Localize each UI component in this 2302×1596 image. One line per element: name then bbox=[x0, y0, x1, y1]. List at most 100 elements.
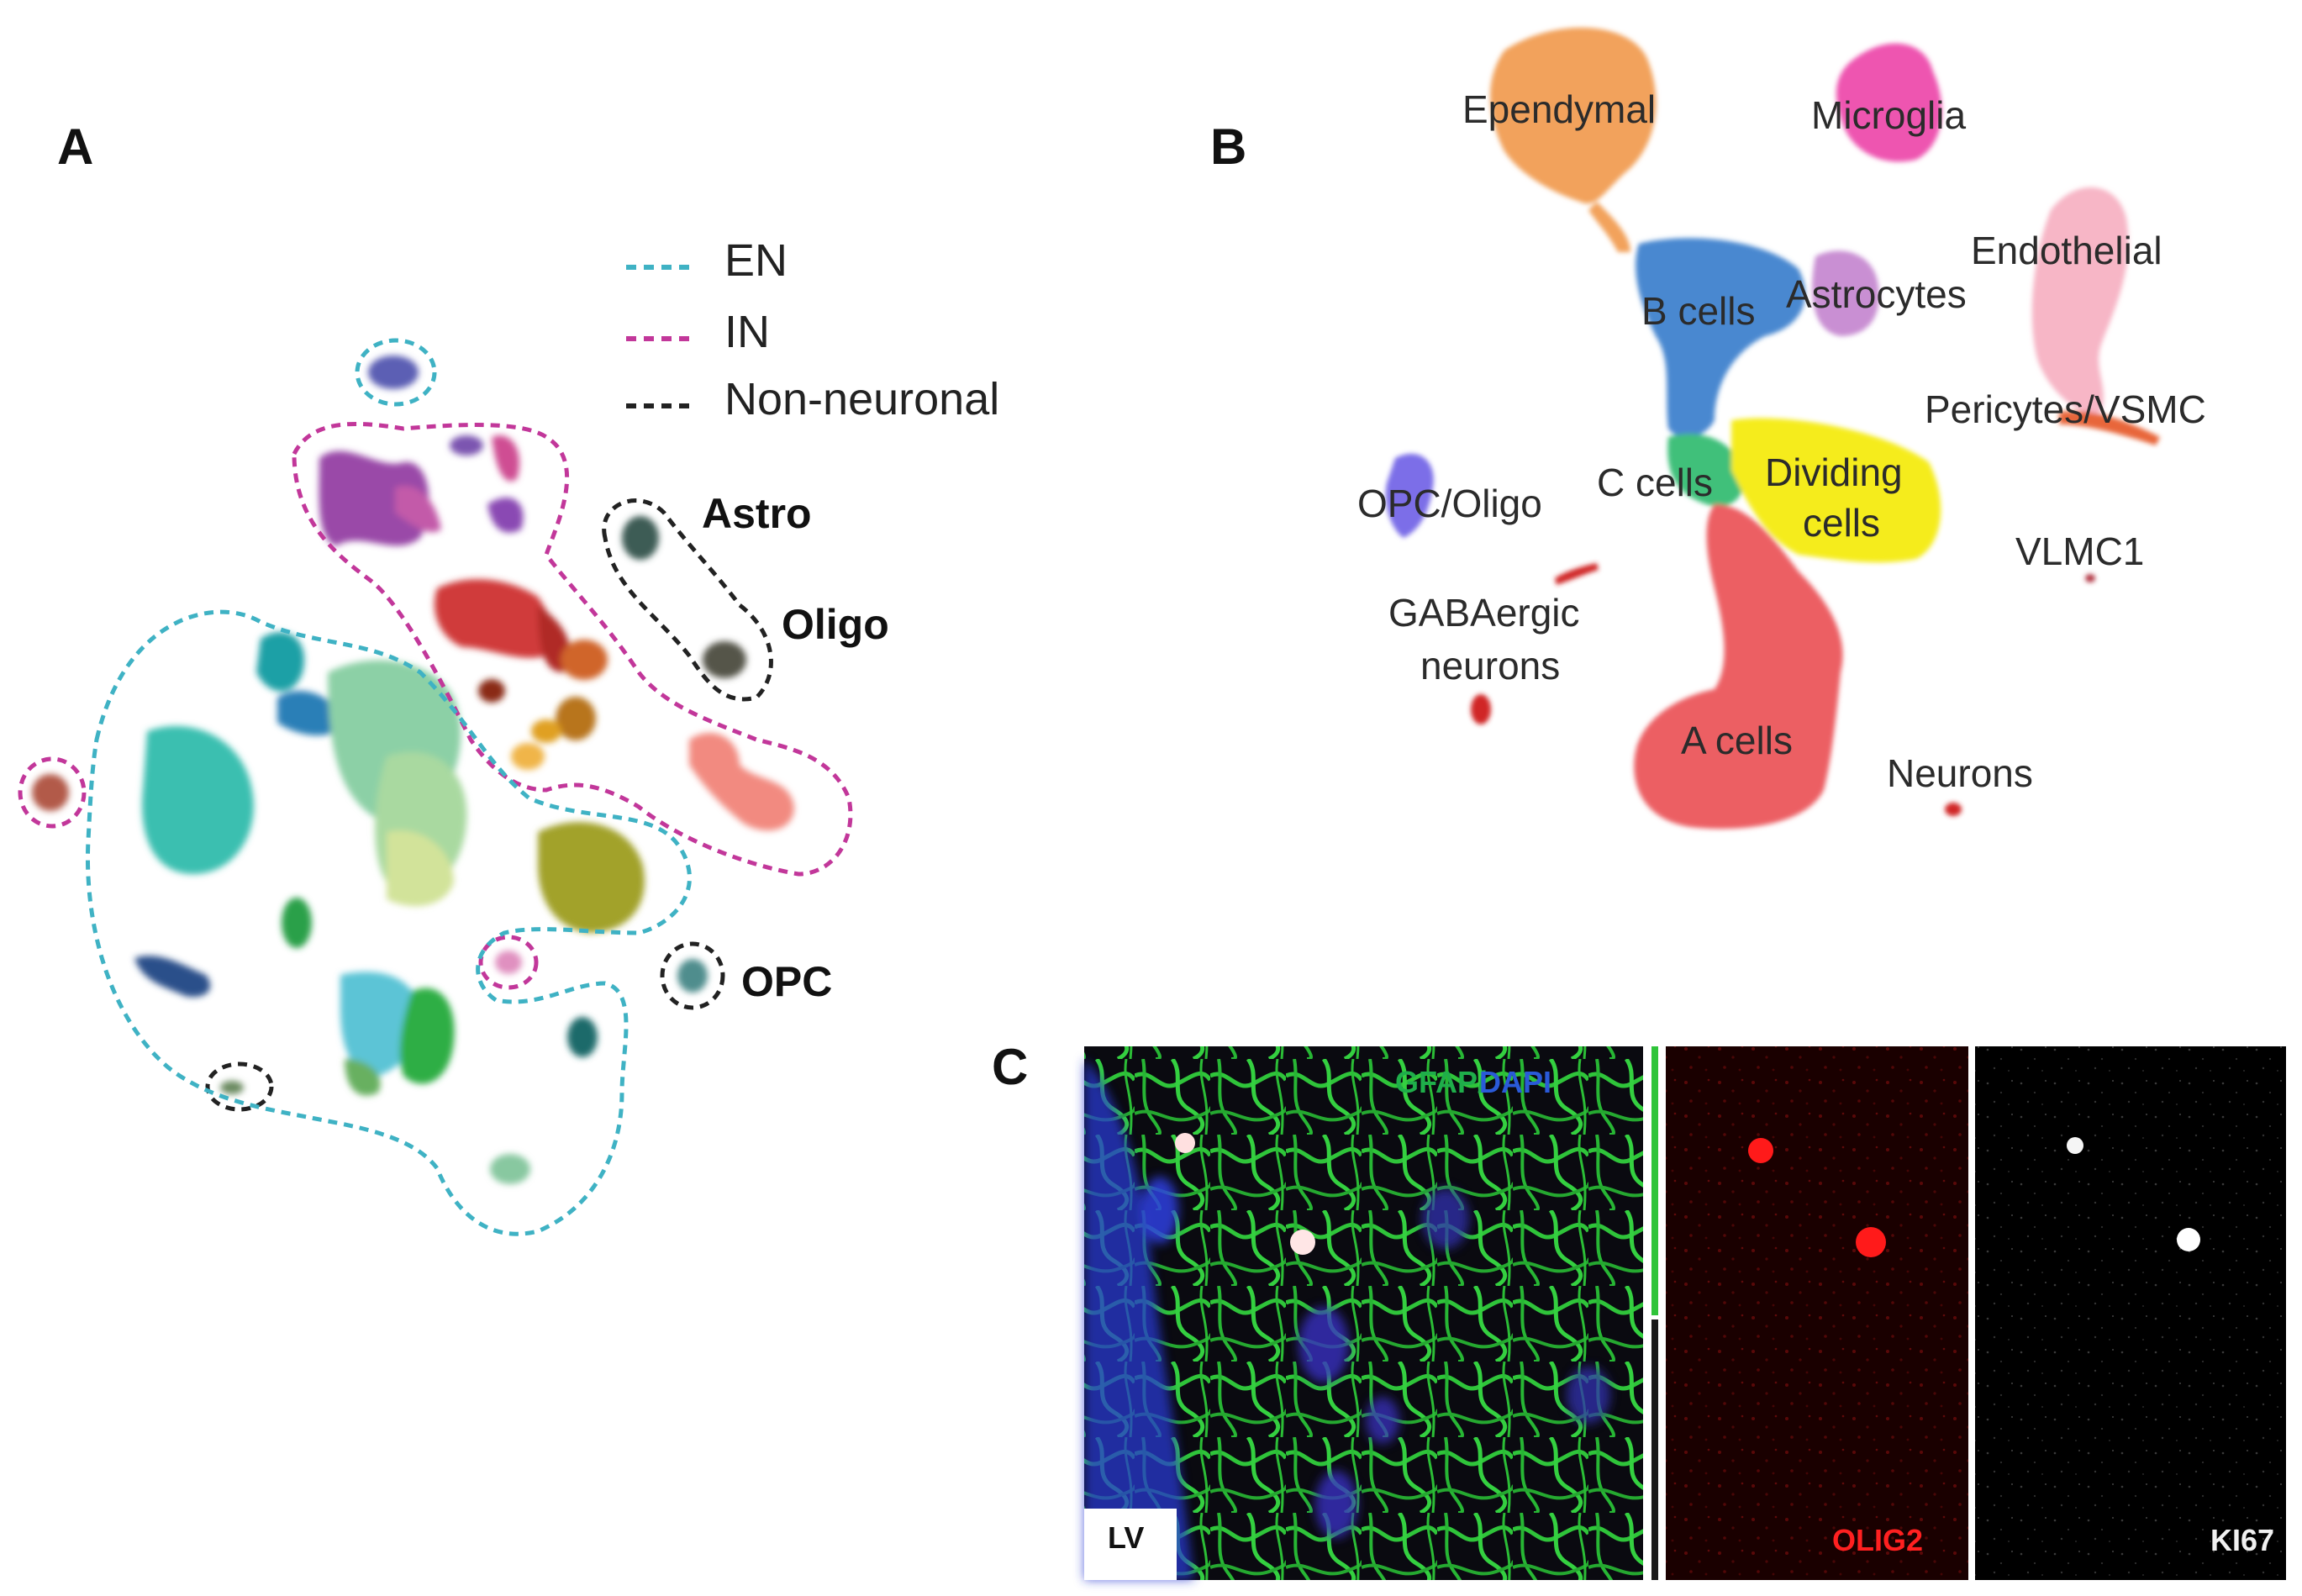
label-ki67: KI67 bbox=[2210, 1523, 2274, 1557]
olig2-cell-2 bbox=[1856, 1227, 1886, 1257]
nucleus bbox=[1422, 1188, 1469, 1249]
legend-label-non-neuronal: Non-neuronal bbox=[724, 374, 999, 424]
cluster bbox=[256, 632, 304, 692]
label-astrocytes: Astrocytes bbox=[1786, 272, 1967, 316]
side-strip-dark bbox=[1651, 1319, 1658, 1580]
cluster-ependymal bbox=[1490, 27, 1657, 204]
cluster bbox=[556, 697, 596, 740]
cluster bbox=[677, 959, 708, 993]
image-gfap-dapi: GFAP/ DAPI LV bbox=[1084, 1046, 1643, 1580]
outline-opc bbox=[660, 941, 725, 1010]
cluster bbox=[561, 640, 608, 680]
label-dividing: Dividing bbox=[1765, 450, 1903, 494]
nucleus bbox=[1315, 1471, 1357, 1538]
label-gabaergic-neurons: neurons bbox=[1420, 644, 1560, 687]
marker-cell-1 bbox=[1175, 1133, 1195, 1153]
ki67-cell-2 bbox=[2177, 1228, 2200, 1251]
side-strip bbox=[1651, 1046, 1658, 1315]
ventricle-lining bbox=[1084, 1059, 1193, 1580]
label-opc: OPC bbox=[741, 958, 832, 1005]
olig2-cell-1 bbox=[1748, 1138, 1773, 1163]
cluster-gaba-2 bbox=[1471, 694, 1491, 724]
cluster bbox=[703, 641, 746, 678]
label-dapi: DAPI bbox=[1479, 1065, 1551, 1099]
ki67-background bbox=[1975, 1046, 2286, 1580]
cluster bbox=[387, 830, 454, 907]
label-gfap: GFAP/ bbox=[1395, 1065, 1486, 1099]
label-olig2: OLIG2 bbox=[1832, 1523, 1923, 1557]
image-ki67: KI67 bbox=[1975, 1046, 2286, 1580]
cluster bbox=[478, 679, 505, 703]
outline-en-main bbox=[85, 609, 692, 1236]
marker-cell-2 bbox=[1290, 1230, 1315, 1255]
outline-in-small bbox=[478, 935, 539, 990]
cluster bbox=[567, 1017, 598, 1057]
cluster-astrocytes bbox=[1812, 250, 1879, 336]
cluster-b-cells bbox=[1636, 238, 1805, 438]
panel-letter-b: B bbox=[1210, 119, 1247, 175]
panel-c: GFAP/ DAPI LV OLIG2 KI67 bbox=[1084, 1046, 2286, 1580]
cluster bbox=[134, 956, 211, 998]
cluster-opc-oligo bbox=[1385, 453, 1434, 538]
label-dividing-cells: cells bbox=[1803, 501, 1880, 545]
nucleus bbox=[1366, 1397, 1399, 1444]
cluster bbox=[345, 1059, 381, 1096]
umap-clusters-b bbox=[1385, 27, 2160, 830]
cluster bbox=[531, 719, 561, 743]
cluster-microglia bbox=[1836, 43, 1942, 162]
panel-letter-a: A bbox=[57, 119, 94, 175]
cluster-neurons bbox=[1945, 803, 1962, 816]
cluster-a-cells bbox=[1634, 504, 1843, 830]
nucleus bbox=[1567, 1367, 1610, 1424]
cluster-outlines-a bbox=[18, 338, 853, 1236]
panel-a: EN IN Non-neuronal bbox=[18, 235, 999, 1236]
label-oligo: Oligo bbox=[782, 601, 889, 648]
cluster bbox=[492, 435, 520, 482]
label-a-cells: A cells bbox=[1681, 719, 1793, 762]
panel-letter-c: C bbox=[992, 1039, 1029, 1095]
cluster bbox=[399, 988, 455, 1084]
cluster-gaba-1 bbox=[1555, 563, 1599, 585]
label-gabaergic: GABAergic bbox=[1388, 591, 1580, 635]
cluster bbox=[511, 743, 545, 770]
cluster bbox=[622, 516, 659, 560]
cluster bbox=[689, 732, 794, 831]
legend-a: EN IN Non-neuronal bbox=[626, 235, 999, 424]
cluster bbox=[319, 450, 429, 546]
label-opc-oligo: OPC/Oligo bbox=[1357, 482, 1542, 525]
legend-label-en: EN bbox=[724, 235, 788, 286]
cluster bbox=[450, 435, 483, 456]
dapi-nuclei bbox=[1084, 1059, 1610, 1580]
label-microglia: Microglia bbox=[1811, 93, 1966, 137]
label-neurons: Neurons bbox=[1887, 751, 2033, 795]
panel-b: Ependymal Microglia Endothelial B cells … bbox=[1357, 27, 2206, 830]
cluster-vlmc1 bbox=[2085, 574, 2095, 582]
label-lv: LV bbox=[1108, 1520, 1144, 1555]
cluster bbox=[434, 579, 556, 658]
outline-non-neuronal-small bbox=[205, 1061, 274, 1112]
cluster bbox=[490, 1154, 530, 1184]
cluster bbox=[538, 822, 645, 933]
label-pericytes-vsmc: Pericytes/VSMC bbox=[1925, 387, 2206, 431]
label-ependymal: Ependymal bbox=[1462, 87, 1656, 131]
outline-en-small bbox=[355, 338, 437, 407]
outline-in-left bbox=[18, 756, 87, 829]
legend-label-in: IN bbox=[724, 307, 770, 357]
cluster-endothelial bbox=[2031, 187, 2129, 413]
cluster bbox=[282, 898, 312, 948]
cluster bbox=[220, 1081, 244, 1094]
cluster bbox=[495, 951, 522, 974]
ki67-cell-1 bbox=[2067, 1137, 2083, 1154]
olig2-background bbox=[1666, 1046, 1968, 1580]
image-olig2: OLIG2 bbox=[1666, 1046, 1968, 1580]
cluster bbox=[395, 486, 441, 533]
cluster-ependymal-tail bbox=[1588, 202, 1630, 252]
cluster bbox=[32, 774, 69, 811]
cluster-pericytes bbox=[2059, 411, 2160, 445]
cluster-c-cells bbox=[1667, 434, 1745, 507]
label-endothelial: Endothelial bbox=[1971, 229, 2162, 272]
outline-astro-oligo bbox=[602, 498, 773, 702]
cluster bbox=[368, 356, 419, 389]
lv-box bbox=[1084, 1509, 1177, 1580]
